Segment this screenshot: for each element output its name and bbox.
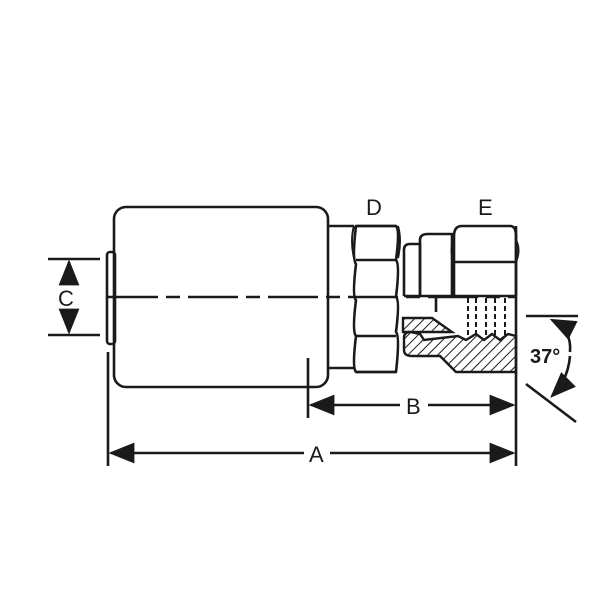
- section-cutaway: [401, 316, 518, 374]
- swivel-body: [402, 232, 454, 312]
- label-angle: 37°: [530, 346, 560, 368]
- label-c: C: [58, 286, 74, 311]
- label-a: A: [309, 442, 324, 467]
- dimension-b: B: [308, 394, 516, 419]
- label-e: E: [478, 195, 493, 220]
- internal-thread: [467, 298, 506, 336]
- hex-d: [351, 224, 401, 374]
- label-d: D: [366, 195, 382, 220]
- hex-e: [450, 224, 520, 336]
- label-b: B: [406, 394, 421, 419]
- flare-angle: 37°: [525, 314, 578, 424]
- dimension-c: C: [48, 257, 100, 337]
- dimension-a: A: [108, 442, 516, 467]
- neck: [328, 224, 354, 370]
